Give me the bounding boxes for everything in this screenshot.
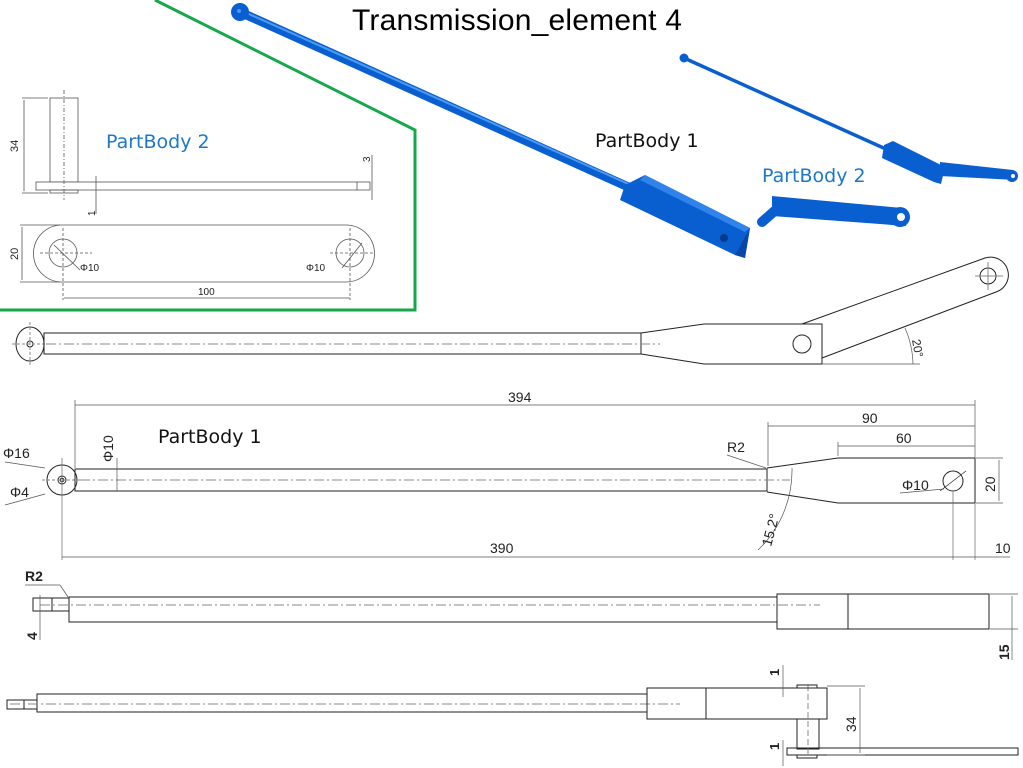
- render-partbody2: [757, 196, 910, 227]
- dim-rod-diameter: Φ10: [100, 435, 116, 462]
- assembly-view: [12, 256, 1009, 366]
- dim-radius: R2: [727, 439, 745, 455]
- dim-overall-length: 394: [508, 389, 532, 405]
- dim-pb2-hole-right: Φ10: [306, 263, 326, 274]
- dim-side-radius: R2: [25, 568, 43, 584]
- dim-pb2-hole-left: Φ10: [80, 263, 100, 274]
- dim-hole-center-length: 390: [490, 540, 514, 556]
- dim-bottom-height: 34: [843, 716, 859, 732]
- dim-taper-angle: 15.2°: [758, 512, 782, 548]
- partbody1-side-view: [25, 584, 1018, 660]
- dim-end-length: 90: [862, 410, 878, 426]
- dim-bottom-bottom-offset: 1: [767, 743, 782, 750]
- dim-thickness: 15: [996, 644, 1012, 660]
- dim-assembly-angle: 20°: [909, 338, 926, 358]
- highlight-frame: [0, 0, 417, 312]
- dim-bottom-top-offset: 1: [767, 669, 782, 676]
- page-title: Transmission_element 4: [352, 4, 683, 37]
- dim-head-diameter: Φ16: [3, 445, 30, 461]
- dim-flat-length: 60: [896, 430, 912, 446]
- dim-end-width: 20: [982, 476, 998, 492]
- dim-hole: Φ10: [902, 477, 929, 493]
- dim-pb2-width: 20: [9, 248, 21, 260]
- dim-pb2-offset: 1: [87, 210, 98, 216]
- label-partbody2-inset: PartBody 2: [106, 131, 210, 153]
- partbody1-main-view: [4, 400, 1010, 560]
- partbody2-drawing: [20, 90, 375, 300]
- label-partbody1-3d: PartBody 1: [595, 130, 699, 152]
- dim-pb2-thickness: 3: [362, 156, 373, 162]
- label-partbody1-drawing: PartBody 1: [158, 426, 262, 448]
- render-assembly-small: [679, 53, 1018, 184]
- label-partbody2-3d: PartBody 2: [762, 165, 866, 187]
- dim-hole-offset: 10: [995, 540, 1011, 556]
- partbody1-bottom-view: [6, 665, 1019, 766]
- render-partbody1-large: [231, 3, 750, 258]
- dim-pin-diameter: 4: [24, 632, 40, 640]
- dim-pb2-center-distance: 100: [198, 287, 215, 298]
- dim-pb2-height: 34: [9, 140, 21, 152]
- dim-head-hole: Φ4: [10, 484, 29, 500]
